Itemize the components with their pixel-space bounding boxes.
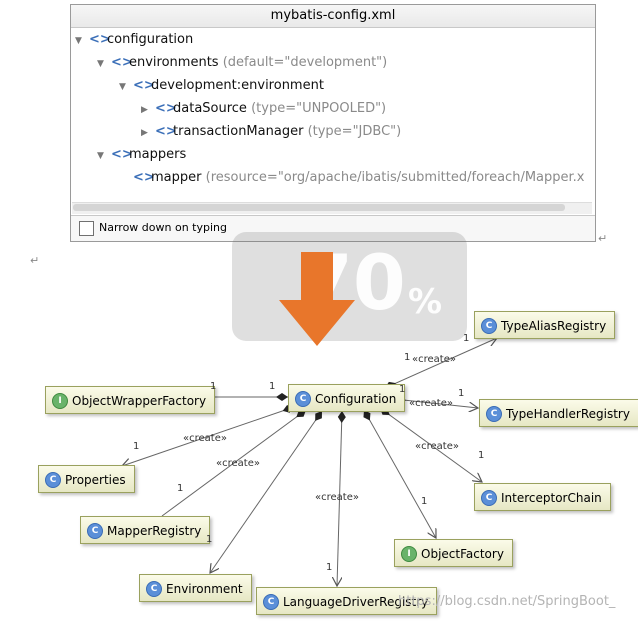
percent-overlay	[232, 232, 467, 341]
xml-tag-icon: <>	[155, 124, 177, 139]
expand-down-icon[interactable]: ▼	[119, 82, 126, 92]
node-name: mappers	[129, 147, 187, 162]
class-label: InterceptorChain	[501, 490, 602, 505]
create-stereotype-label: «create»	[315, 492, 359, 503]
tree-node-environments[interactable]: ▼ <>environments (default="development")	[97, 53, 387, 73]
class-label: Configuration	[315, 391, 397, 406]
panel-footer: Narrow down on typing	[71, 215, 595, 241]
watermark: https://blog.csdn.net/SpringBoot_	[398, 594, 616, 609]
tree-node-development-environment[interactable]: ▼ <>development:environment	[119, 76, 324, 96]
expand-right-icon[interactable]: ▶	[141, 128, 148, 138]
class-label: TypeAliasRegistry	[501, 318, 607, 333]
multiplicity-label: 1	[404, 352, 411, 363]
multiplicity-label: 1	[133, 441, 140, 452]
link-objectfactory	[364, 409, 436, 538]
class-label: Properties	[65, 472, 126, 487]
multiplicity-label: 1	[326, 562, 333, 573]
expand-down-icon[interactable]: ▼	[75, 36, 82, 46]
return-mark: ↵	[598, 232, 608, 245]
xml-tag-icon: <>	[133, 78, 155, 93]
interface-objectfactory[interactable]: I ObjectFactory	[394, 539, 513, 567]
create-stereotype-label: «create»	[415, 441, 459, 452]
class-label: LanguageDriverRegistry	[283, 594, 429, 609]
multiplicity-label: 1	[210, 381, 217, 392]
down-arrow-icon	[279, 252, 355, 346]
expand-right-icon[interactable]: ▶	[141, 105, 148, 115]
class-icon: C	[146, 580, 162, 597]
narrow-down-label[interactable]: Narrow down on typing	[99, 221, 227, 234]
class-icon: C	[263, 593, 279, 610]
node-name: transactionManager	[173, 124, 304, 139]
node-attribute: (default="development")	[222, 55, 388, 70]
interface-icon: I	[52, 392, 68, 409]
class-icon: C	[486, 405, 502, 422]
config-structure-panel: mybatis-config.xml ▼<>configuration ▼<>e…	[70, 4, 596, 242]
tree-node-transactionmanager[interactable]: ▶ <>transactionManager (type="JDBC")	[141, 122, 401, 142]
class-typehandlerregistry[interactable]: C TypeHandlerRegistry	[479, 399, 638, 427]
class-environment[interactable]: C Environment	[139, 574, 252, 602]
multiplicity-label: 1	[463, 333, 470, 344]
multiplicity-label: 1	[478, 450, 485, 461]
class-icon: C	[295, 390, 311, 407]
link-languagedriver	[337, 410, 342, 586]
node-name: mapper	[151, 170, 202, 185]
xml-tag-icon: <>	[111, 147, 133, 162]
tree-node-configuration[interactable]: ▼ <>configuration	[75, 30, 193, 50]
class-label: MapperRegistry	[107, 523, 202, 538]
class-icon: C	[481, 489, 497, 506]
multiplicity-label: 1	[206, 534, 213, 545]
multiplicity-label: 1	[269, 381, 276, 392]
multiplicity-label: 1	[177, 483, 184, 494]
class-configuration[interactable]: C Configuration	[288, 384, 406, 412]
multiplicity-label: 1	[421, 496, 428, 507]
percent-sign: %	[408, 282, 443, 322]
node-name: configuration	[107, 32, 194, 47]
node-attribute: (type="UNPOOLED")	[251, 101, 387, 116]
tree-node-mappers[interactable]: ▼ <>mappers	[97, 145, 186, 165]
narrow-down-checkbox[interactable]	[79, 221, 94, 236]
interface-objectwrapperfactory[interactable]: I ObjectWrapperFactory	[45, 386, 216, 414]
class-label: TypeHandlerRegistry	[506, 406, 630, 421]
node-attribute: (type="JDBC")	[307, 124, 402, 139]
class-icon: C	[481, 317, 497, 334]
node-name: environments	[129, 55, 219, 70]
node-name: dataSource	[173, 101, 247, 116]
xml-tag-icon: <>	[155, 101, 177, 116]
class-label: ObjectWrapperFactory	[72, 393, 207, 408]
multiplicity-label: 1	[399, 384, 406, 395]
create-stereotype-label: «create»	[216, 458, 260, 469]
create-stereotype-label: «create»	[183, 433, 227, 444]
expand-down-icon[interactable]: ▼	[97, 59, 104, 69]
xml-tag-icon: <>	[89, 32, 111, 47]
tree-node-datasource[interactable]: ▶ <>dataSource (type="UNPOOLED")	[141, 99, 386, 119]
class-icon: C	[45, 471, 61, 488]
xml-tag-icon: <>	[133, 170, 155, 185]
class-properties[interactable]: C Properties	[38, 465, 135, 493]
class-mapperregistry[interactable]: C MapperRegistry	[80, 516, 211, 544]
create-stereotype-label: «create»	[409, 398, 453, 409]
class-languagedriverregistry[interactable]: C LanguageDriverRegistry	[256, 587, 438, 615]
expand-down-icon[interactable]: ▼	[97, 151, 104, 161]
class-label: ObjectFactory	[421, 546, 504, 561]
multiplicity-label: 1	[458, 388, 465, 399]
class-interceptorchain[interactable]: C InterceptorChain	[474, 483, 611, 511]
class-typealiasregistry[interactable]: C TypeAliasRegistry	[474, 311, 616, 339]
link-typehandler	[393, 399, 478, 408]
class-icon: C	[87, 522, 103, 539]
panel-title: mybatis-config.xml	[71, 5, 595, 28]
xml-tag-icon: <>	[111, 55, 133, 70]
return-mark: ↵	[30, 254, 40, 267]
scrollbar-thumb[interactable]	[73, 204, 565, 211]
node-name: development:environment	[151, 78, 324, 93]
class-label: Environment	[166, 581, 243, 596]
node-attribute: (resource="org/apache/ibatis/submitted/f…	[205, 170, 585, 185]
interface-icon: I	[401, 545, 417, 562]
link-typealias	[384, 338, 497, 388]
create-stereotype-label: «create»	[412, 354, 456, 365]
link-environment	[210, 410, 323, 573]
tree-node-mapper[interactable]: <>mapper (resource="org/apache/ibatis/su…	[133, 168, 585, 188]
